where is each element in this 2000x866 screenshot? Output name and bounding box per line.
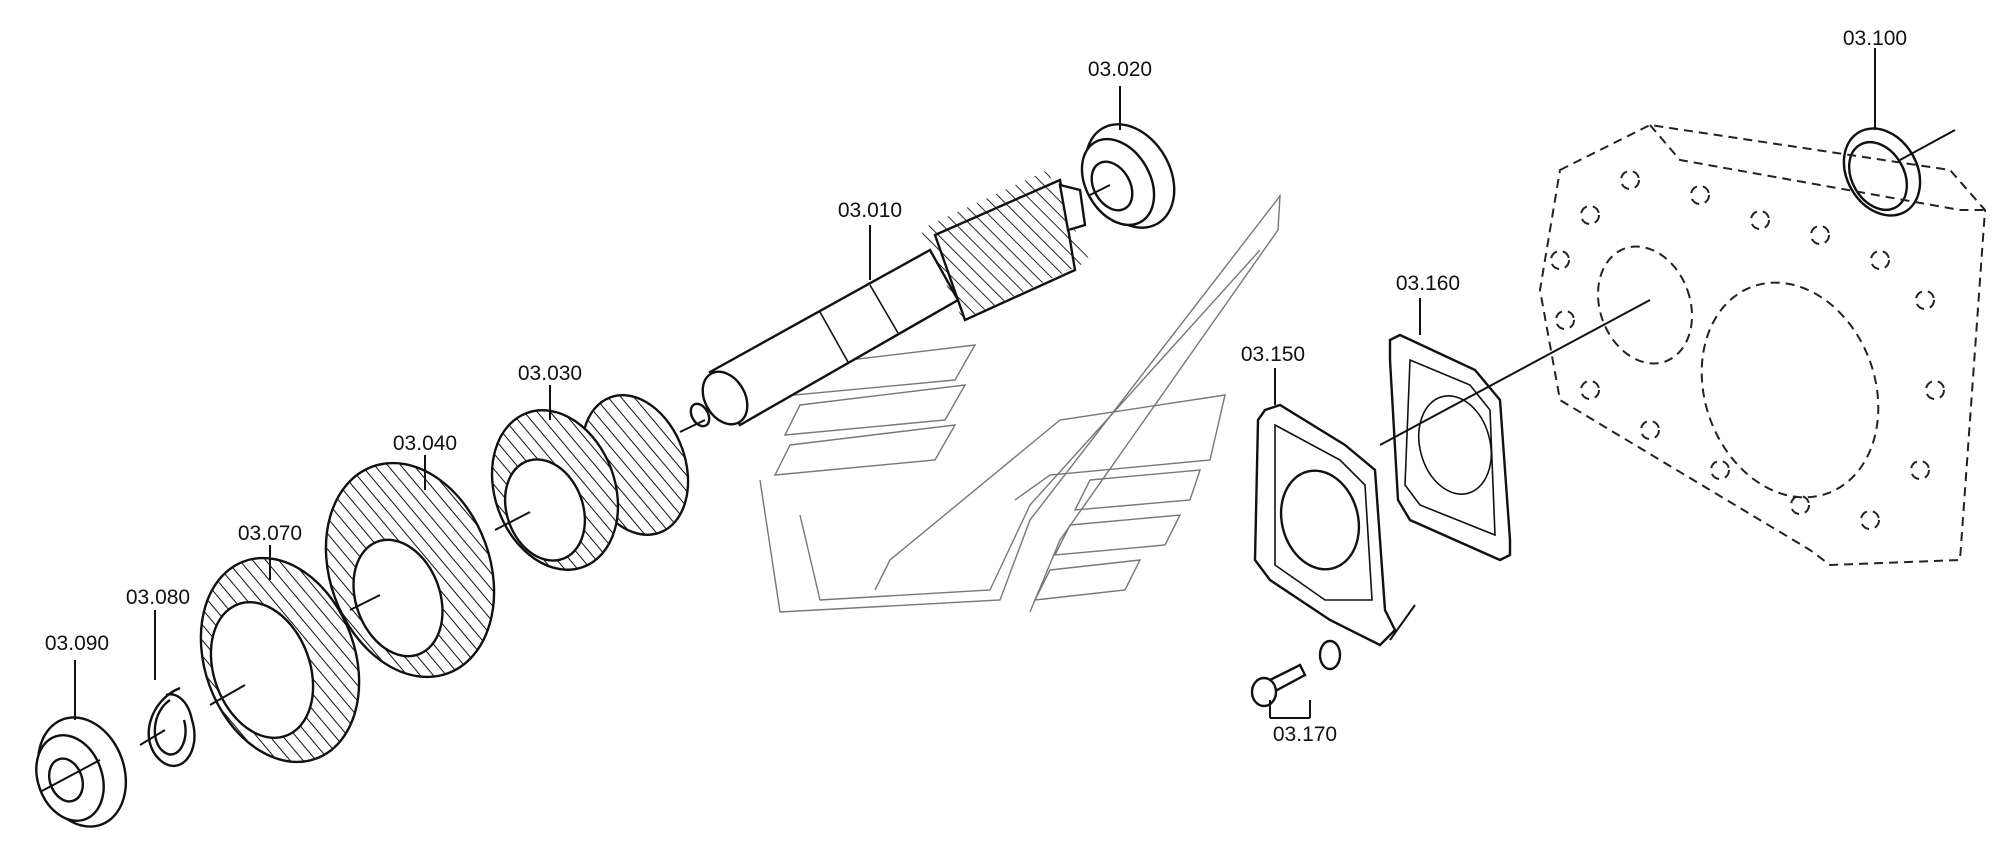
watermark-logo	[759, 193, 1281, 613]
gear-part	[199, 556, 361, 764]
bolt-part	[1250, 639, 1342, 708]
part-label-03020: 03.020	[1088, 58, 1152, 81]
part-label-03160: 03.160	[1396, 272, 1460, 295]
bearing-part	[1080, 123, 1176, 229]
part-label-03040: 03.040	[393, 432, 457, 455]
gear-part	[324, 461, 496, 679]
part-label-03010: 03.010	[838, 199, 902, 222]
cover-plate-part	[1253, 403, 1397, 647]
part-label-03100: 03.100	[1843, 27, 1907, 50]
part-label-03170: 03.170	[1273, 723, 1337, 746]
snap-ring-part	[147, 686, 196, 768]
part-label-03030: 03.030	[518, 362, 582, 385]
part-label-03070: 03.070	[238, 522, 302, 545]
leader-lines	[39, 48, 1956, 793]
shaft-part	[689, 170, 1090, 428]
housing-outline	[1538, 123, 1987, 567]
double-gear-part	[490, 394, 690, 571]
part-labels: 03.010 03.020 03.030 03.040 03.070 03.08…	[45, 27, 1907, 746]
bearing-part	[35, 716, 128, 828]
part-label-03150: 03.150	[1241, 343, 1305, 366]
part-label-03090: 03.090	[45, 632, 109, 655]
gasket-part	[1388, 333, 1512, 562]
seal-ring-part	[1842, 127, 1922, 217]
part-label-03080: 03.080	[126, 586, 190, 609]
